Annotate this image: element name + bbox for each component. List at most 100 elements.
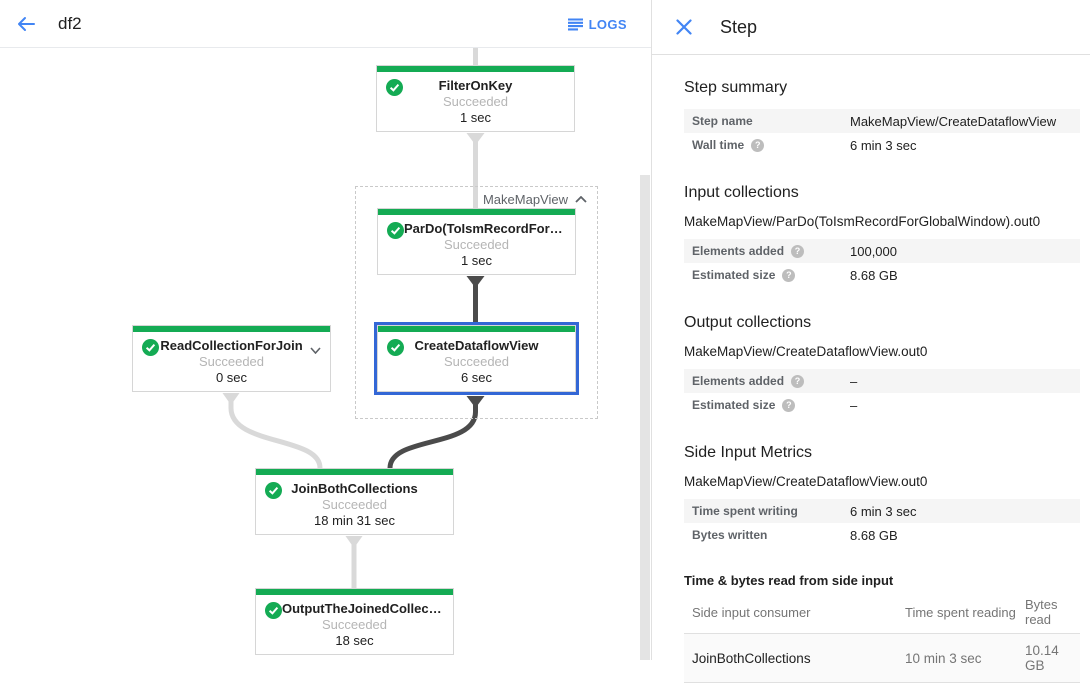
graph-node-createdataflowview[interactable]: CreateDataflowView Succeeded 6 sec — [374, 322, 579, 395]
help-icon[interactable]: ? — [782, 398, 796, 412]
node-title: FilterOnKey — [438, 78, 513, 93]
node-status-bar — [378, 326, 575, 332]
kv-label: Elements added ? — [692, 244, 850, 258]
cell-side-input-consumer: JoinBothCollections — [684, 633, 897, 683]
job-title: df2 — [58, 13, 82, 33]
kv-value: 6 min 3 sec — [850, 503, 917, 519]
panel-header: Step — [652, 0, 1090, 55]
graph-node-joinbothcollections[interactable]: JoinBothCollections Succeeded 18 min 31 … — [255, 468, 454, 535]
success-check-icon — [265, 602, 282, 619]
group-label: MakeMapView — [482, 192, 568, 207]
success-check-icon — [387, 339, 404, 356]
kv-label: Elements added ? — [692, 374, 850, 388]
kv-label-text: Estimated size — [692, 398, 776, 412]
logs-button[interactable]: LOGS — [567, 0, 627, 48]
group-collapse-toggle[interactable]: MakeMapView — [483, 192, 587, 207]
back-button[interactable] — [12, 10, 40, 38]
job-graph-area: df2 LOGS — [0, 0, 652, 660]
node-status-bar — [133, 326, 330, 332]
table-header-row: Side input consumer Time spent reading B… — [684, 590, 1080, 634]
success-check-icon — [386, 79, 403, 96]
kv-value: 100,000 — [850, 243, 897, 259]
col-header-time-spent-reading: Time spent reading — [897, 590, 1017, 634]
kv-label-text: Estimated size — [692, 268, 776, 282]
section-title-output-collections: Output collections — [684, 314, 812, 331]
node-status: Succeeded — [442, 94, 509, 109]
graph-node-filteronkey[interactable]: FilterOnKey Succeeded 1 sec — [376, 65, 575, 132]
success-check-icon — [265, 482, 282, 499]
kv-label-text: Step name — [692, 114, 753, 128]
kv-label-text: Elements added — [692, 374, 785, 388]
composite-group-makemapview: MakeMapView — [355, 186, 598, 419]
col-header-side-input-consumer: Side input consumer — [684, 590, 897, 634]
node-status-bar — [256, 469, 453, 475]
node-title: OutputTheJoinedCollec… — [282, 601, 442, 616]
node-expand-toggle[interactable] — [310, 341, 321, 359]
vertical-scrollbar-thumb[interactable] — [640, 175, 650, 660]
node-time: 6 sec — [460, 370, 493, 385]
logs-list-icon — [567, 17, 583, 30]
node-status: Succeeded — [443, 237, 510, 252]
kv-row-wall-time: Wall time ? 6 min 3 sec — [684, 133, 1080, 157]
help-icon[interactable]: ? — [791, 374, 805, 388]
kv-label: Step name — [692, 114, 850, 128]
help-icon[interactable]: ? — [782, 268, 796, 282]
graph-node-outputthejoinedcollection[interactable]: OutputTheJoinedCollec… Succeeded 18 sec — [255, 588, 454, 655]
node-status: Succeeded — [198, 354, 265, 369]
kv-row-step-name: Step name MakeMapView/CreateDataflowView — [684, 109, 1080, 133]
section-title-step-summary: Step summary — [684, 79, 788, 96]
node-time: 1 sec — [459, 110, 492, 125]
kv-row-elements-added: Elements added ? 100,000 — [684, 239, 1080, 263]
panel-title: Step — [720, 16, 758, 37]
node-title: JoinBothCollections — [291, 481, 418, 496]
help-icon[interactable]: ? — [751, 138, 765, 152]
graph-node-readcollectionforjoin[interactable]: ReadCollectionForJoin Succeeded 0 sec — [132, 325, 331, 392]
side-input-table-heading: Time & bytes read from side input — [684, 573, 894, 588]
close-icon — [676, 19, 692, 35]
node-status-bar — [256, 589, 453, 595]
table-row: JoinBothCollections 10 min 3 sec 10.14 G… — [684, 633, 1080, 683]
kv-label: Estimated size ? — [692, 268, 850, 282]
node-title: ReadCollectionForJoin — [160, 338, 303, 353]
chevron-up-icon — [575, 196, 587, 203]
kv-row-estimated-size: Estimated size ? 8.68 GB — [684, 263, 1080, 287]
node-status-bar — [377, 66, 574, 72]
output-collection-name: MakeMapView/CreateDataflowView.out0 — [684, 344, 928, 359]
node-status: Succeeded — [321, 497, 388, 512]
kv-row-time-spent-writing: Time spent writing 6 min 3 sec — [684, 499, 1080, 523]
cell-time-spent-reading: 10 min 3 sec — [897, 633, 1017, 683]
node-status: Succeeded — [321, 617, 388, 632]
kv-value: 6 min 3 sec — [850, 137, 917, 153]
chevron-down-icon — [310, 347, 321, 355]
help-icon[interactable]: ? — [791, 244, 805, 258]
side-input-collection-name: MakeMapView/CreateDataflowView.out0 — [684, 474, 928, 489]
cell-bytes-read: 10.14 GB — [1017, 633, 1080, 683]
col-header-bytes-read: Bytes read — [1017, 590, 1080, 634]
kv-label-text: Wall time — [692, 138, 745, 152]
kv-row-elements-added: Elements added ? – — [684, 369, 1080, 393]
kv-label-text: Time spent writing — [692, 504, 798, 518]
node-status: Succeeded — [443, 354, 510, 369]
success-check-icon — [142, 339, 159, 356]
graph-node-pardo-toismrecord[interactable]: ParDo(ToIsmRecordFor… Succeeded 1 sec — [377, 208, 576, 275]
node-title: ParDo(ToIsmRecordFor… — [404, 221, 563, 236]
input-collection-name: MakeMapView/ParDo(ToIsmRecordForGlobalWi… — [684, 214, 1041, 229]
node-status-bar — [378, 209, 575, 215]
kv-value: 8.68 GB — [850, 527, 898, 543]
panel-body: Step summary Step name MakeMapView/Creat… — [652, 79, 1090, 683]
kv-value: – — [850, 397, 858, 413]
kv-value: MakeMapView/CreateDataflowView — [850, 113, 1057, 129]
close-panel-button[interactable] — [672, 15, 696, 39]
kv-label-text: Bytes written — [692, 528, 768, 542]
kv-label: Time spent writing — [692, 504, 850, 518]
section-title-side-input-metrics: Side Input Metrics — [684, 444, 813, 461]
node-title: CreateDataflowView — [414, 338, 539, 353]
node-time: 1 sec — [460, 253, 493, 268]
graph-canvas: MakeMapView FilterOnKey Succeeded 1 sec … — [0, 48, 651, 660]
node-time: 18 min 31 sec — [314, 513, 395, 528]
kv-row-estimated-size: Estimated size ? – — [684, 393, 1080, 417]
graph-toolbar: df2 LOGS — [0, 0, 651, 48]
kv-label-text: Elements added — [692, 244, 785, 258]
step-details-panel: Step Step summary Step name MakeMapView/… — [652, 0, 1090, 683]
success-check-icon — [387, 222, 404, 239]
